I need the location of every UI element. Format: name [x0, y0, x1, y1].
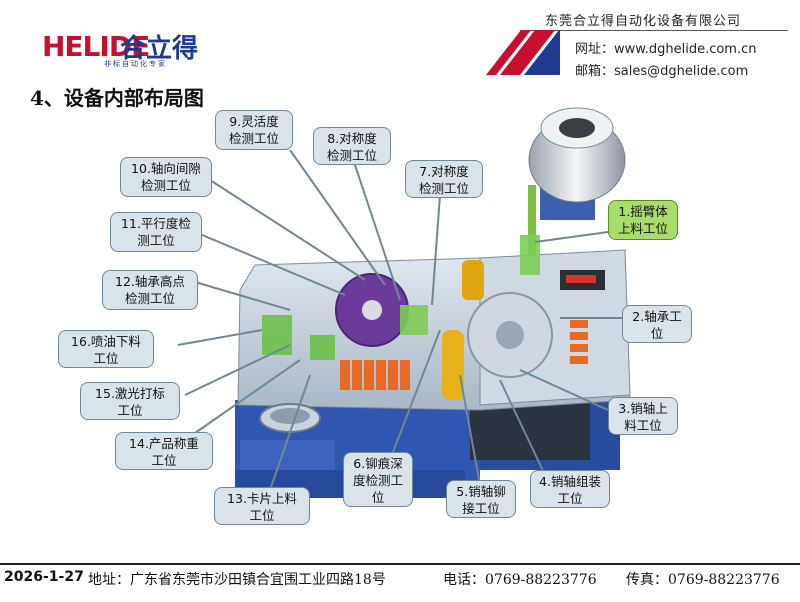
orange-actuator-bank: [340, 360, 410, 390]
callout-16-oil-unloading: 16.喷油下料 工位: [58, 330, 154, 368]
footer-fax: 传真：0769-88223776: [626, 572, 780, 588]
callout-1-rocker-loading: 1.摇臂体 上料工位: [608, 200, 678, 240]
footer-address: 地址：广东省东莞市沙田镇合宜围工业四路18号: [88, 572, 386, 588]
callout-6-rivet-depth: 6.铆痕深 度检测工 位: [343, 452, 413, 507]
email-label: 邮箱：: [575, 64, 615, 79]
cabinet-dark: [470, 400, 590, 460]
logo-latin: HELIDE: [42, 30, 150, 63]
callout-7-symmetry: 7.对称度 检测工位: [405, 160, 483, 198]
company-name: 东莞合立得自动化设备有限公司: [545, 14, 742, 29]
website-label: 网址：: [575, 42, 615, 57]
website-link[interactable]: www.dghelide.com.cn: [614, 42, 757, 57]
feed-rail: [528, 185, 536, 255]
callout-14-weighing: 14.产品称重 工位: [115, 432, 213, 470]
yellow-roller: [442, 330, 464, 400]
logo-chinese: 合立得: [120, 34, 199, 64]
callout-4-pin-assembly: 4.销轴组装 工位: [530, 470, 610, 508]
red-indicator: [566, 275, 596, 283]
callout-3-pin-loading: 3.销轴上 料工位: [608, 397, 678, 435]
leader-lines: [177, 149, 622, 491]
hopper-bowl-inner: [559, 118, 595, 138]
logo-tagline: 非标自动化专家: [104, 60, 167, 68]
footer-phone: 电话：0769-88223776: [443, 572, 597, 588]
rotary-table-right-hub: [496, 321, 524, 349]
rotary-table-left-hub: [362, 300, 382, 320]
callout-5-pin-riveting: 5.销轴铆 接工位: [446, 480, 516, 518]
yellow-roller-top: [462, 260, 484, 300]
callout-10-axial-clearance: 10.轴向间隙 检测工位: [120, 157, 212, 197]
station-green-4: [310, 335, 335, 360]
callout-13-card-loading: 13.卡片上料 工位: [214, 487, 310, 525]
footer-date: 2026-1-27: [4, 569, 84, 585]
header-divider: [520, 30, 788, 31]
footer-divider: [0, 563, 800, 565]
callout-8-symmetry: 8.对称度 检测工位: [313, 127, 391, 165]
email-link[interactable]: sales@dghelide.com: [614, 64, 749, 79]
website-line: 网址：www.dghelide.com.cn: [575, 38, 756, 57]
callout-15-laser-marking: 15.激光打标 工位: [80, 382, 180, 420]
station-green-2: [400, 305, 428, 335]
orange-actuator-bank-right: [570, 320, 588, 364]
weighing-dish-inner: [270, 408, 310, 424]
callout-2-bearing: 2.轴承工 位: [622, 305, 692, 343]
station-green-3: [520, 235, 540, 275]
callout-11-parallelism: 11.平行度检 测工位: [110, 212, 202, 252]
station-green-1: [262, 315, 292, 355]
callout-12-bearing-high-point: 12.轴承高点 检测工位: [102, 270, 198, 310]
callout-9-flexibility: 9.灵活度 检测工位: [215, 110, 293, 150]
email-line: 邮箱：sales@dghelide.com: [575, 60, 748, 79]
section-title: 4、设备内部布局图: [30, 86, 204, 110]
